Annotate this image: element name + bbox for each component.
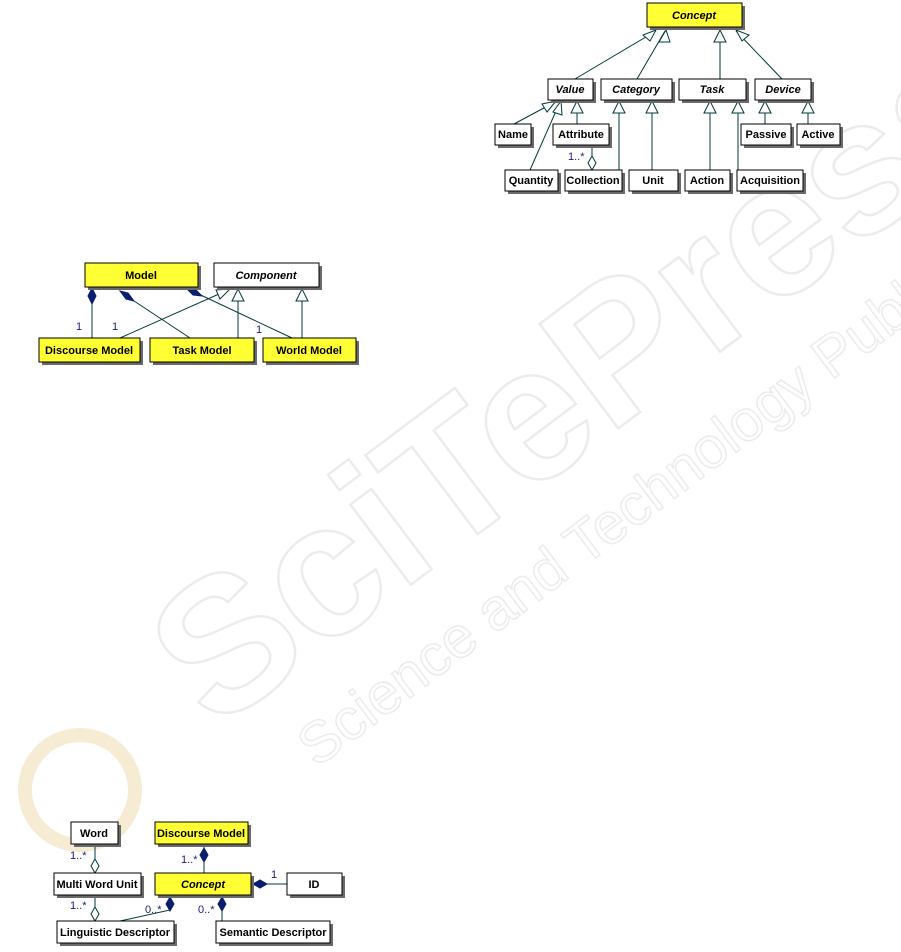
svg-text:Value: Value	[556, 84, 585, 96]
svg-text:Quantity: Quantity	[509, 175, 554, 187]
class-collection[interactable]: Collection	[564, 169, 625, 194]
svg-text:Semantic Descriptor: Semantic Descriptor	[220, 927, 328, 939]
class-action[interactable]: Action	[684, 169, 733, 194]
svg-text:Passive: Passive	[746, 129, 787, 141]
class-device[interactable]: Device	[754, 78, 814, 103]
svg-text:Component: Component	[235, 270, 297, 282]
class-world-model[interactable]: World Model	[262, 337, 359, 365]
svg-text:Word: Word	[80, 828, 108, 840]
class-word[interactable]: Word	[70, 821, 121, 847]
svg-text:Concept: Concept	[672, 10, 717, 22]
svg-text:ID: ID	[309, 879, 320, 891]
svg-text:Attribute: Attribute	[558, 129, 604, 141]
class-passive[interactable]: Passive	[740, 123, 794, 148]
svg-text:Collection: Collection	[566, 175, 619, 187]
svg-text:Category: Category	[612, 84, 661, 96]
svg-text:Discourse Model: Discourse Model	[157, 828, 245, 840]
multiplicity-word: 1..*	[70, 850, 87, 862]
multiplicity-id: 1	[271, 869, 277, 881]
class-task-model[interactable]: Task Model	[149, 337, 257, 365]
class-unit[interactable]: Unit	[628, 169, 681, 194]
class-name[interactable]: Name	[494, 123, 534, 148]
multiplicity-discourse-concept: 1..*	[181, 854, 198, 866]
multiplicity-collection-attribute: 1..*	[568, 151, 585, 163]
class-discourse-model[interactable]: Discourse Model	[38, 337, 143, 365]
multiplicity-discourse: 1	[76, 321, 82, 333]
svg-text:Action: Action	[690, 175, 725, 187]
class-component[interactable]: Component	[213, 262, 322, 290]
svg-text:Device: Device	[765, 84, 800, 96]
svg-text:Linguistic Descriptor: Linguistic Descriptor	[60, 927, 171, 939]
svg-text:Acquisition: Acquisition	[740, 175, 800, 187]
class-attribute[interactable]: Attribute	[552, 123, 612, 148]
class-multi-word-unit[interactable]: Multi Word Unit	[53, 872, 144, 898]
class-concept-2[interactable]: Concept	[154, 872, 254, 898]
class-discourse-model-2[interactable]: Discourse Model	[154, 821, 251, 847]
svg-text:Active: Active	[801, 129, 834, 141]
svg-text:Discourse Model: Discourse Model	[45, 345, 133, 357]
class-value[interactable]: Value	[547, 78, 596, 103]
svg-text:Unit: Unit	[642, 175, 664, 187]
multiplicity-task: 1	[112, 321, 118, 333]
class-model[interactable]: Model	[84, 262, 201, 290]
descriptor-diagram: 1..* 1..* 1..* 1 0..* 0..* Word Discours…	[53, 821, 345, 946]
class-linguistic-descriptor[interactable]: Linguistic Descriptor	[56, 920, 177, 946]
multiplicity-semantic: 0..*	[198, 904, 215, 916]
multiplicity-world: 1	[256, 324, 262, 336]
svg-text:Model: Model	[125, 270, 157, 282]
svg-text:Task: Task	[700, 84, 726, 96]
svg-text:World Model: World Model	[276, 345, 342, 357]
model-component-diagram: 1 1 1 Model Component Discourse Model Ta…	[38, 262, 359, 365]
class-semantic-descriptor[interactable]: Semantic Descriptor	[215, 920, 333, 946]
svg-text:Name: Name	[498, 129, 528, 141]
class-active[interactable]: Active	[796, 123, 843, 148]
svg-text:Concept: Concept	[181, 879, 226, 891]
class-concept[interactable]: Concept	[646, 2, 745, 30]
multiplicity-linguistic: 0..*	[145, 904, 162, 916]
svg-text:Task Model: Task Model	[172, 345, 231, 357]
svg-text:Multi Word Unit: Multi Word Unit	[56, 879, 137, 891]
class-task[interactable]: Task	[678, 78, 749, 103]
class-quantity[interactable]: Quantity	[504, 169, 561, 194]
class-id[interactable]: ID	[286, 872, 345, 898]
multiplicity-mwu: 1..*	[70, 900, 87, 912]
class-acquisition[interactable]: Acquisition	[736, 169, 806, 194]
concept-hierarchy-diagram: 1..* Concept Value Category Task Device	[494, 2, 843, 194]
class-category[interactable]: Category	[600, 78, 675, 103]
